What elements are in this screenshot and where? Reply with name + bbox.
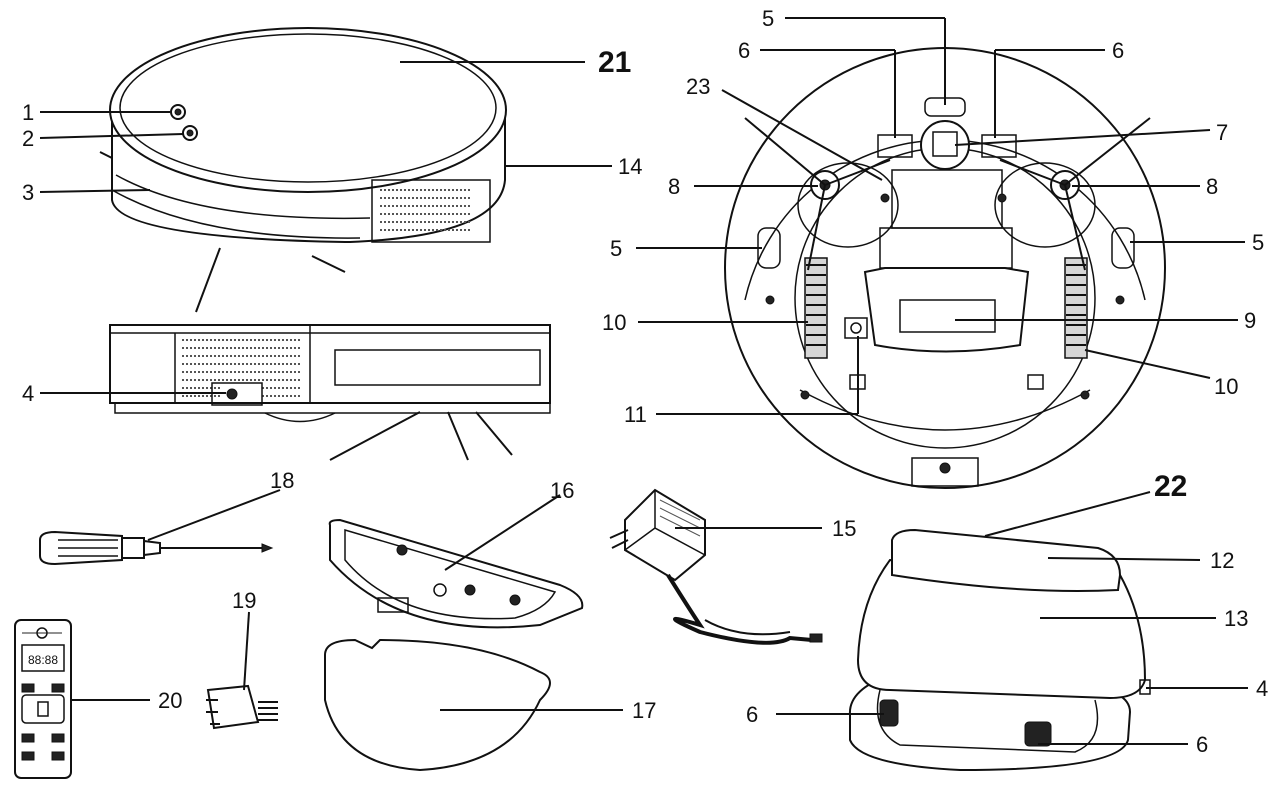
charging-dock [848,528,1151,772]
screwdriver [39,530,274,566]
label-19: 19 [232,588,256,613]
label-18: 18 [270,468,294,493]
leader-lines [39,17,1248,745]
label-12: 12 [1210,548,1234,573]
side-brush-right [999,117,1151,271]
mop-tray [328,518,584,629]
label-6-dock-right: 6 [1196,732,1208,757]
side-grille [182,339,302,397]
part-labels: 1 2 3 4 21 14 18 19 20 16 17 15 5 6 6 23… [22,6,1268,757]
robot-bottom-view [724,47,1166,489]
label-2: 2 [22,126,34,151]
label-21: 21 [598,46,631,79]
label-14: 14 [618,154,642,179]
label-6-top-left: 6 [738,38,750,63]
label-1: 1 [22,100,34,125]
label-20: 20 [158,688,182,713]
power-adapter [609,488,823,645]
label-16: 16 [550,478,574,503]
label-7: 7 [1216,120,1228,145]
label-4-dock: 4 [1256,676,1268,701]
label-6-dock-left: 6 [746,702,758,727]
cleaning-brush [206,684,278,730]
label-23: 23 [686,74,710,99]
label-6-top-right: 6 [1112,38,1124,63]
remote-display: 88:88 [28,653,58,667]
label-5-top: 5 [762,6,774,31]
label-10-left: 10 [602,310,626,335]
side-brush-left [744,117,891,271]
remote-control: 88:88 [14,619,72,779]
label-22: 22 [1154,470,1187,503]
robot-top-view [99,27,507,313]
front-grille [380,189,470,231]
robot-side-view [109,324,551,461]
label-10-right: 10 [1214,374,1238,399]
label-13: 13 [1224,606,1248,631]
mop-cloth [324,638,551,772]
label-17: 17 [632,698,656,723]
label-5-right: 5 [1252,230,1264,255]
label-15: 15 [832,516,856,541]
label-11: 11 [624,402,647,427]
label-8-left: 8 [668,174,680,199]
label-9: 9 [1244,308,1256,333]
label-4-side: 4 [22,381,34,406]
label-3: 3 [22,180,34,205]
label-8-right: 8 [1206,174,1218,199]
label-5-left: 5 [610,236,622,261]
